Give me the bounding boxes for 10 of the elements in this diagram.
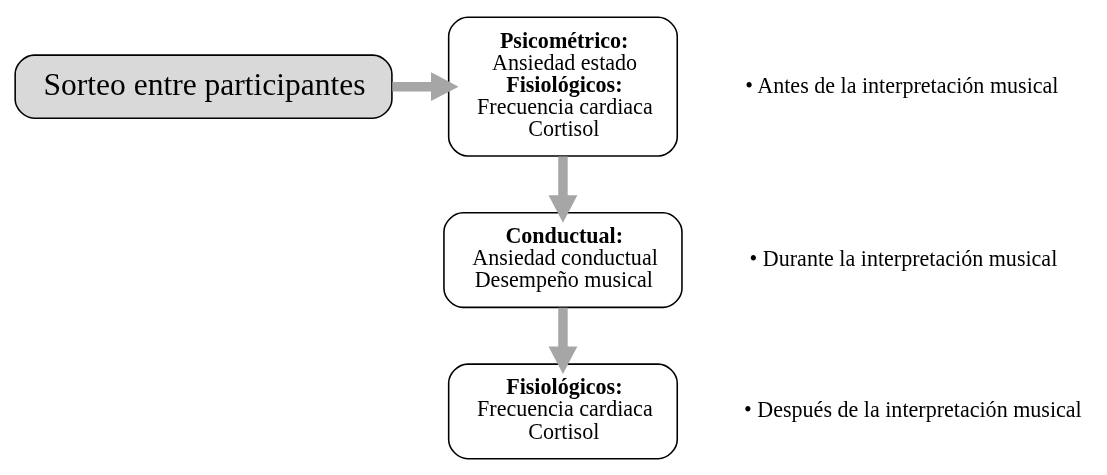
node-label: • Antes de la interpretación musical [745,72,1059,97]
node-box: Sorteo entre participantes [14,53,393,119]
node-box: Fisiológicos: Frecuencia cardiaca Cortisol [447,362,679,459]
node-box: Conductual: Ansiedad conductual Desempeño musical [443,211,683,308]
arrow [548,307,578,374]
node-box: Psicométrico: Ansiedad estado Fisiológicos: Frecuencia cardiaca Cortisol [447,16,679,157]
arrow [392,71,459,101]
node-label: • Después de la interpretación musical [744,396,1082,422]
arrow [548,156,578,223]
node-label: • Durante la interpretación musical [749,245,1058,271]
